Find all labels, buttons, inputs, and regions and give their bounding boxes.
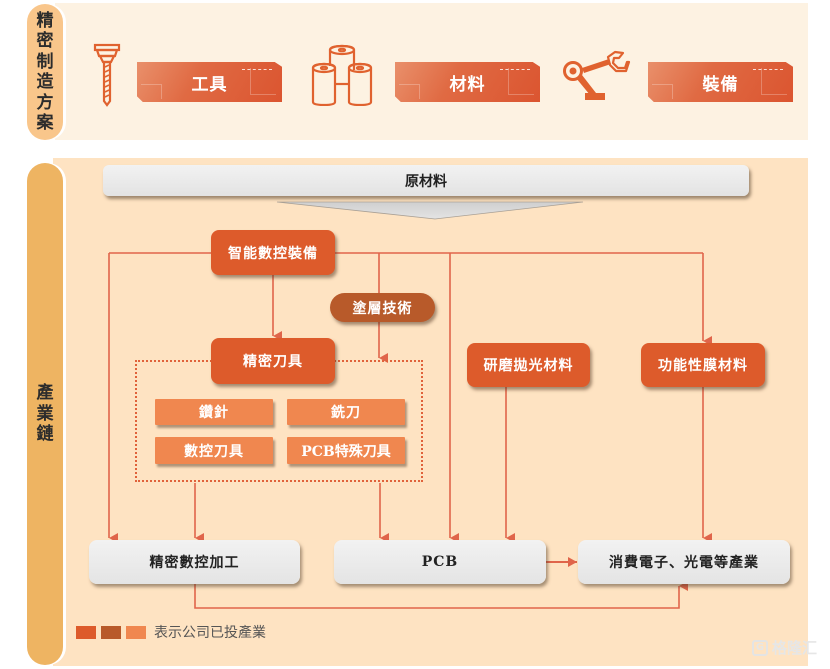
tools-banner: 工具: [137, 62, 282, 102]
material-rolls-icon: [311, 44, 373, 106]
drill-bit-icon: [93, 43, 121, 107]
raw-material-label: 原材料: [405, 173, 447, 190]
functional-film-node: 功能性膜材料: [641, 343, 765, 387]
banner-decoration: [250, 68, 276, 95]
drill-node: 鑽針: [155, 399, 273, 425]
coating-tech-node: 塗層技術: [330, 293, 435, 322]
precision-cnc-machining-node: 精密數控加工: [89, 540, 300, 584]
tools-label: 工具: [191, 74, 228, 95]
industry-chain-label: 產 業 鏈: [27, 163, 63, 665]
equipment-label: 裝備: [702, 74, 739, 95]
raw-material-bar: 原材料: [103, 165, 749, 196]
precision-manufacturing-label: 精 密 制 造 方 案: [27, 4, 63, 140]
pcb-node: PCB: [334, 540, 546, 584]
materials-label: 材料: [449, 74, 486, 95]
legend-text: 表示公司已投產業: [154, 625, 266, 641]
pcb-special-tools-node: PCB特殊刀具: [287, 437, 405, 464]
banner-decoration: [652, 84, 673, 99]
consumer-electronics-node: 消費電子、光電等產業: [578, 540, 790, 584]
banner-decoration: [508, 68, 534, 95]
watermark-logo-icon: G: [752, 639, 768, 656]
materials-banner: 材料: [395, 62, 540, 102]
polishing-materials-node: 研磨拋光材料: [467, 343, 590, 387]
banner-decoration: [399, 84, 420, 99]
watermark: G 格隆汇: [752, 637, 817, 658]
watermark-text: 格隆汇: [772, 639, 818, 657]
funnel-arrow-icon: [276, 201, 584, 220]
banner-decoration: [141, 84, 162, 99]
robot-arm-icon: [563, 50, 631, 100]
legend-swatch-orange: [126, 625, 146, 639]
precision-tools-node: 精密刀具: [211, 338, 335, 384]
connector-line: [194, 581, 688, 609]
legend-swatch-red: [76, 625, 96, 639]
cnc-tools-node: 數控刀具: [155, 437, 273, 464]
legend: 表示公司已投產業: [76, 622, 266, 642]
smart-cnc-equipment-node: 智能數控裝備: [211, 230, 335, 275]
banner-decoration: [761, 68, 787, 95]
equipment-banner: 裝備: [648, 62, 793, 102]
legend-swatch-brown: [101, 625, 121, 639]
milling-cutter-node: 銑刀: [287, 399, 405, 425]
